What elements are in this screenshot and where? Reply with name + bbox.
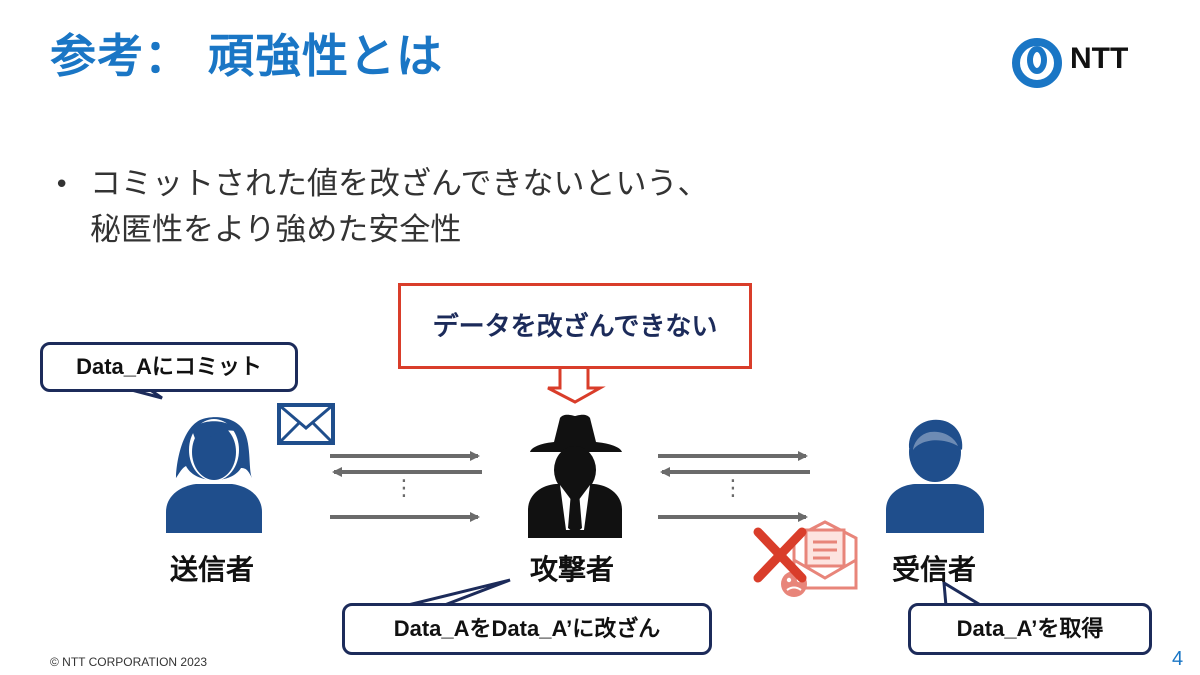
red-callout-tail bbox=[547, 367, 606, 404]
left-arrows bbox=[330, 451, 482, 522]
attacker-warning-callout: データを改ざんできない bbox=[398, 283, 752, 369]
man-icon bbox=[886, 419, 984, 533]
page-number: 4 bbox=[1172, 648, 1184, 670]
sender-callout: Data_Aにコミット bbox=[40, 342, 298, 392]
attacker-callout: Data_AをData_A’に改ざん bbox=[342, 603, 712, 655]
bullet-line-2: 秘匿性をより強めた安全性 bbox=[90, 212, 462, 248]
tampered-mail-icon bbox=[781, 520, 858, 597]
envelope-icon bbox=[277, 403, 335, 445]
ellipsis-right: ⋮ bbox=[722, 476, 744, 501]
bullet-line-1: コミットされた値を改ざんできないという、 bbox=[90, 166, 709, 202]
bullet-marker: • bbox=[54, 170, 70, 200]
right-arrows bbox=[658, 451, 810, 522]
red-x-icon bbox=[753, 527, 807, 583]
attacker-label: 攻撃者 bbox=[530, 553, 615, 586]
ellipsis-left: ⋮ bbox=[393, 476, 415, 501]
copyright-footer: © NTT CORPORATION 2023 bbox=[50, 655, 208, 669]
receiver-callout: Data_A’を取得 bbox=[908, 603, 1152, 655]
ntt-logo-icon bbox=[1012, 38, 1062, 88]
woman-icon bbox=[166, 417, 262, 533]
logo-text: NTT bbox=[1070, 42, 1129, 75]
page-title: 参考： 頑強性とは bbox=[50, 29, 444, 83]
spy-icon bbox=[528, 414, 622, 538]
receiver-label: 受信者 bbox=[892, 553, 977, 586]
sender-label: 送信者 bbox=[170, 553, 255, 586]
